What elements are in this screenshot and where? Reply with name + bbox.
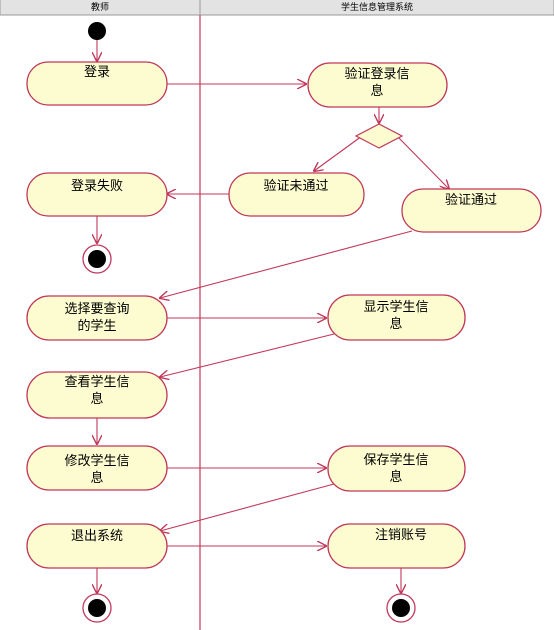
activity-logout: 退出系统 [26,523,168,569]
flow-decision-fail [314,135,363,171]
activity-edit-info: 修改学生信息 [26,445,168,491]
activity-select-student-label: 选择要查询的学生 [64,302,129,334]
activity-login-failed: 登录失败 [26,172,168,217]
activity-verify-fail: 验证未通过 [228,172,365,217]
activity-show-info: 显示学生信息 [327,294,466,341]
activity-verify-pass: 验证通过 [401,188,542,233]
activity-show-info-label: 显示学生信息 [363,299,428,332]
activity-save-info: 保存学生信息 [327,445,466,492]
activity-verify-fail-label: 验证未通过 [263,178,328,194]
final-node [386,593,416,623]
control-flows [97,40,449,593]
activity-login: 登录 [26,61,168,106]
activity-logout-label: 退出系统 [71,529,123,544]
activity-verify-login-label: 验证登录信息 [344,66,409,99]
activity-cancel-account: 注销账号 [327,523,466,569]
activity-verify-pass-label: 验证通过 [445,192,497,208]
activity-view-info-label: 查看学生信息 [64,374,129,407]
flow-decision-pass [396,135,449,189]
lane-header-system [199,0,554,16]
activity-login-failed-label: 登录失败 [71,179,123,194]
activity-cancel-account-label: 注销账号 [375,528,427,543]
activity-view-info: 查看学生信息 [26,371,168,419]
decision-node [354,123,404,149]
activity-verify-login: 验证登录信息 [307,62,448,108]
activity-login-label: 登录 [84,65,110,80]
flow-pass-select [160,230,413,298]
lane-title-teacher: 教师 [91,1,109,13]
final-node [82,593,112,623]
activity-select-student: 选择要查询的学生 [26,295,168,341]
swimlane-header: 教师 学生信息管理系统 [0,0,554,16]
lane-title-system: 学生信息管理系统 [341,1,413,13]
initial-node [88,22,106,40]
final-node [82,244,112,274]
flow-show-view [160,333,335,377]
activity-edit-info-label: 修改学生信息 [64,453,129,486]
activity-save-info-label: 保存学生信息 [363,452,428,485]
flow-save-logout [160,483,335,531]
